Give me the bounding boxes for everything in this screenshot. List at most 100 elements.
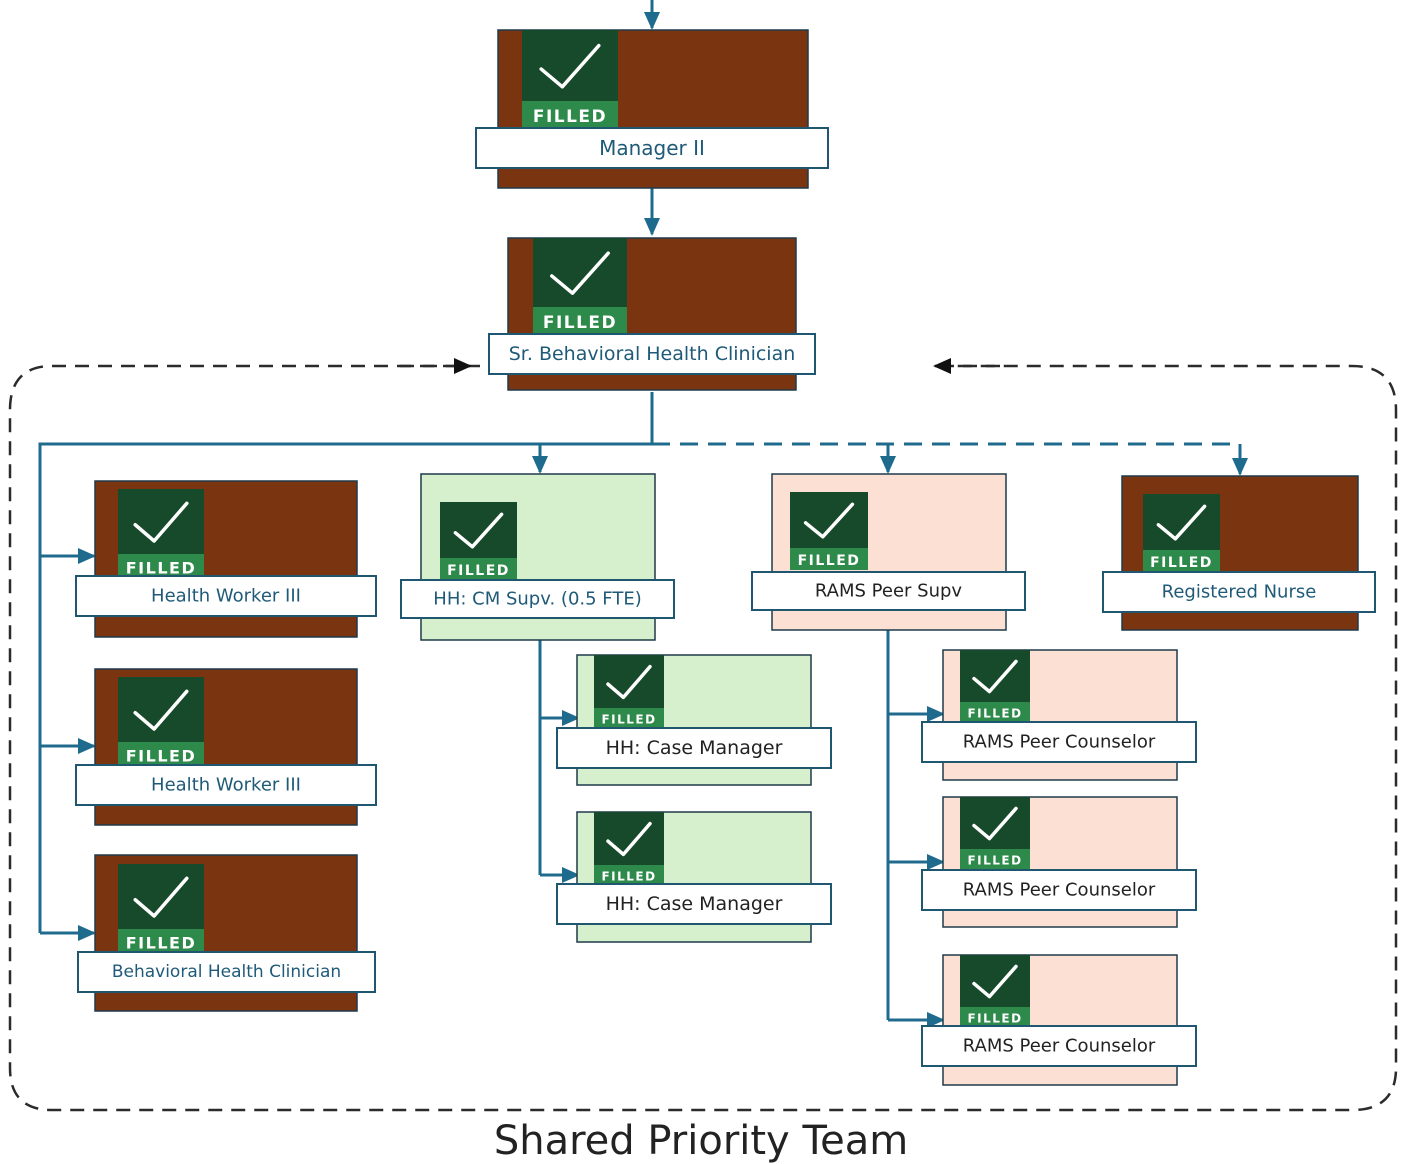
position-title: HH: CM Supv. (0.5 FTE): [433, 589, 641, 610]
badge-status-text: FILLED: [126, 559, 196, 578]
title-box: [921, 869, 1197, 911]
title-box: [556, 883, 832, 925]
badge-bottom: [960, 1007, 1030, 1027]
badge-status-text: FILLED: [967, 1012, 1022, 1026]
badge-bottom: [594, 865, 664, 885]
position-title: Health Worker III: [151, 775, 301, 796]
badge-top: [533, 238, 627, 307]
position-card-hw3-b[interactable]: FILLED Health Worker III: [75, 668, 377, 826]
title-box: [1102, 571, 1376, 613]
filled-badge: FILLED: [594, 655, 664, 728]
position-title: Behavioral Health Clinician: [112, 962, 341, 982]
position-card-hh-cm-supv[interactable]: FILLED HH: CM Supv. (0.5 FTE): [400, 473, 675, 641]
position-card-rams-pc-2[interactable]: FILLED RAMS Peer Counselor: [921, 796, 1197, 928]
position-title: HH: Case Manager: [606, 737, 783, 759]
badge-status-text: FILLED: [1150, 555, 1213, 571]
title-box: [75, 764, 377, 806]
filled-badge: FILLED: [1143, 494, 1220, 572]
check-icon: [133, 689, 189, 731]
position-card-sr-bhc[interactable]: FILLED Sr. Behavioral Health Clinician: [488, 237, 816, 391]
badge-status-text: FILLED: [126, 747, 196, 766]
position-title: RAMS Peer Counselor: [963, 1036, 1156, 1057]
badge-bottom: [1143, 550, 1220, 572]
check-icon: [453, 512, 504, 549]
position-cards: FILLED Manager II FILLED Sr. Behavioral Hea…: [75, 29, 1376, 1086]
position-title: RAMS Peer Counselor: [963, 732, 1156, 753]
badge-top: [594, 812, 664, 865]
team-boundary: [8, 364, 1398, 1112]
badge-status-text: FILLED: [601, 713, 656, 727]
position-card-rn[interactable]: FILLED Registered Nurse: [1102, 475, 1376, 631]
position-card-rams-supv[interactable]: FILLED RAMS Peer Supv: [751, 473, 1026, 631]
position-title: RAMS Peer Counselor: [963, 880, 1156, 901]
position-title: Health Worker III: [151, 586, 301, 607]
filled-badge: FILLED: [118, 489, 204, 579]
badge-status-text: FILLED: [967, 707, 1022, 721]
filled-badge: FILLED: [594, 812, 664, 885]
filled-badge: FILLED: [118, 864, 204, 954]
badge-status-text: FILLED: [967, 854, 1022, 868]
badge-status-text: FILLED: [126, 934, 196, 953]
badge-top: [522, 30, 618, 101]
title-box: [556, 727, 832, 769]
badge-top: [118, 489, 204, 554]
badge-top: [118, 677, 204, 742]
check-icon: [550, 251, 610, 295]
check-icon: [972, 964, 1018, 999]
connectors: [38, 0, 1248, 1028]
check-icon: [1156, 504, 1207, 541]
badge-bottom: [790, 548, 868, 570]
position-title: Manager II: [599, 136, 705, 160]
badge-top: [960, 797, 1030, 849]
position-card-hw3-a[interactable]: FILLED Health Worker III: [75, 480, 377, 638]
filled-badge: FILLED: [440, 502, 517, 580]
badge-bottom: [118, 554, 204, 579]
filled-badge: FILLED: [533, 238, 627, 334]
badge-bottom: [960, 702, 1030, 722]
badge-status-text: FILLED: [447, 563, 510, 579]
filled-badge: FILLED: [960, 955, 1030, 1027]
position-card-rams-pc-1[interactable]: FILLED RAMS Peer Counselor: [921, 649, 1197, 781]
position-card-hh-cm-1[interactable]: FILLED HH: Case Manager: [556, 654, 832, 786]
check-icon: [972, 659, 1018, 694]
title-box: [75, 575, 377, 617]
filled-badge: FILLED: [790, 492, 868, 570]
badge-bottom: [533, 307, 627, 334]
badge-status-text: FILLED: [601, 870, 656, 884]
position-card-rams-pc-3[interactable]: FILLED RAMS Peer Counselor: [921, 954, 1197, 1086]
badge-top: [960, 955, 1030, 1007]
filled-badge: FILLED: [960, 650, 1030, 722]
position-title: RAMS Peer Supv: [815, 581, 963, 602]
badge-top: [960, 650, 1030, 702]
badge-bottom: [440, 558, 517, 580]
position-card-manager[interactable]: FILLED Manager II: [475, 29, 829, 189]
check-icon: [539, 43, 601, 89]
badge-bottom: [594, 708, 664, 728]
filled-badge: FILLED: [522, 30, 618, 128]
badge-status-text: FILLED: [533, 107, 607, 127]
badge-top: [1143, 494, 1220, 550]
position-title: HH: Case Manager: [606, 893, 783, 915]
badge-bottom: [118, 742, 204, 767]
title-box: [921, 1025, 1197, 1067]
team-title: Shared Priority Team: [494, 1118, 908, 1164]
badge-bottom: [960, 849, 1030, 869]
badge-top: [440, 502, 517, 558]
title-box: [921, 721, 1197, 763]
check-icon: [803, 502, 855, 539]
title-box: [77, 951, 376, 993]
position-card-hh-cm-2[interactable]: FILLED HH: Case Manager: [556, 811, 832, 943]
badge-status-text: FILLED: [798, 553, 861, 569]
title-box: [400, 579, 675, 619]
position-card-bhc[interactable]: FILLED Behavioral Health Clinician: [77, 854, 376, 1012]
position-title: Registered Nurse: [1162, 582, 1317, 603]
title-box: [751, 571, 1026, 611]
badge-bottom: [522, 101, 618, 128]
title-box: [488, 333, 816, 375]
filled-badge: FILLED: [960, 797, 1030, 869]
badge-bottom: [118, 929, 204, 954]
check-icon: [606, 664, 652, 700]
position-title: Sr. Behavioral Health Clinician: [509, 343, 796, 365]
check-icon: [133, 501, 189, 543]
